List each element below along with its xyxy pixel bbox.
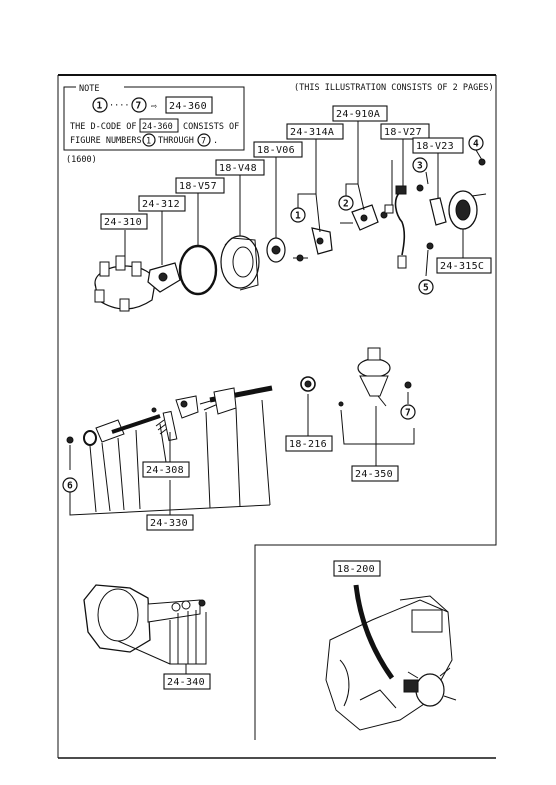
middle-leader-lines	[307, 392, 415, 466]
part-label-24-910A-text: 24-910A	[336, 109, 380, 120]
part-label-18-200[interactable]: 18-200	[333, 560, 381, 577]
part-label-24-350-text: 24-350	[355, 469, 393, 480]
part-label-24-314A-text: 24-314A	[290, 127, 334, 138]
part-label-18-V27-text: 18-V27	[384, 127, 422, 138]
note-arrow-icon: ⇨	[151, 101, 157, 112]
figure-number-3-text: 3	[417, 161, 423, 172]
note-title-gap	[76, 82, 124, 94]
part-label-24-308-text: 24-308	[146, 465, 184, 476]
figure-number-1[interactable]: 1	[290, 207, 306, 223]
engine-location-drawing	[325, 584, 457, 731]
note-line1-a: THE D-CODE OF	[70, 122, 137, 132]
figure-number-6-text: 6	[67, 481, 73, 492]
part-label-18-200-text: 18-200	[337, 564, 375, 575]
part-label-24-312[interactable]: 24-312	[138, 195, 186, 212]
note-range-dots: ·····	[109, 101, 135, 111]
note-line1-b: CONSISTS OF	[183, 122, 239, 132]
note-ref-code-box[interactable]: 24-360	[165, 96, 213, 114]
breaker-plate-drawing	[448, 158, 487, 230]
right-frame	[254, 75, 497, 740]
figure-number-2[interactable]: 2	[338, 195, 354, 211]
note-box: NOTE 1 ····· 7 ⇨ 24-360 THE D-CODE OF 24…	[63, 82, 245, 151]
figure-number-7[interactable]: 7	[400, 404, 416, 420]
lower-leader-lines	[69, 399, 271, 516]
part-label-24-330-text: 24-330	[150, 518, 188, 529]
part-label-18-V48[interactable]: 18-V48	[215, 159, 265, 176]
part-label-18-V23-text: 18-V23	[416, 141, 454, 152]
distributor-housing-drawing	[83, 584, 206, 653]
vacuum-advance-drawing	[300, 347, 412, 407]
shaft-assembly-drawing	[66, 385, 273, 446]
part-label-18-V06-text: 18-V06	[257, 145, 295, 156]
figure-number-2-text: 2	[343, 199, 349, 210]
part-label-18-V57[interactable]: 18-V57	[175, 177, 225, 194]
figure-number-5-text: 5	[423, 283, 429, 294]
part-label-24-340-text: 24-340	[167, 677, 205, 688]
note-line2-num1-circle	[142, 133, 156, 147]
part-label-18-216[interactable]: 18-216	[285, 435, 333, 452]
figure-number-4[interactable]: 4	[468, 135, 484, 151]
distributor-cap-drawing	[94, 255, 156, 312]
note-range-start-circle	[92, 97, 108, 113]
part-label-24-330[interactable]: 24-330	[146, 514, 194, 531]
part-label-24-315C[interactable]: 24-315C	[436, 257, 492, 274]
part-label-24-910A[interactable]: 24-910A	[332, 105, 388, 122]
housing-cover-drawing	[220, 235, 260, 291]
note-line1-code-box	[139, 118, 179, 133]
figure-number-4-text: 4	[473, 139, 479, 150]
part-label-18-V23[interactable]: 18-V23	[412, 137, 464, 154]
note-range-end-circle	[131, 97, 147, 113]
part-label-24-310[interactable]: 24-310	[100, 213, 148, 230]
note-line2-num1: 1	[146, 137, 151, 147]
note-line2-end: .	[213, 136, 218, 146]
figure-number-1-text: 1	[295, 211, 301, 222]
part-label-18-V57-text: 18-V57	[179, 181, 217, 192]
note-line2-num2: 7	[201, 137, 206, 147]
note-line2-a: FIGURE NUMBERS	[70, 136, 142, 146]
figure-number-3[interactable]: 3	[412, 157, 428, 173]
part-label-18-V48-text: 18-V48	[219, 163, 257, 174]
breaker-assembly-drawing	[293, 227, 333, 262]
figure-number-5[interactable]: 5	[418, 279, 434, 295]
bottom-leader-lines	[117, 610, 207, 674]
part-label-18-V27[interactable]: 18-V27	[380, 123, 430, 140]
note-ref-code: 24-360	[169, 101, 207, 112]
o-ring-drawing	[178, 244, 218, 296]
part-label-24-340[interactable]: 24-340	[163, 673, 211, 690]
part-label-24-315C-text: 24-315C	[440, 261, 484, 272]
part-label-18-216-text: 18-216	[289, 439, 327, 450]
top-leader-lines	[124, 118, 483, 277]
part-label-24-308[interactable]: 24-308	[142, 461, 190, 478]
figure-number-7-text: 7	[405, 408, 411, 419]
lead-wire-drawing	[384, 185, 407, 269]
note-range-end: 7	[136, 101, 142, 112]
figure-number-6[interactable]: 6	[62, 477, 78, 493]
variant-label: (1600)	[66, 155, 97, 165]
condenser-drawing	[416, 184, 447, 250]
note-line1-code: 24-360	[142, 122, 173, 132]
contact-set-drawing	[340, 204, 388, 231]
note-line2-b: THROUGH	[158, 136, 194, 146]
part-label-24-310-text: 24-310	[104, 217, 142, 228]
part-label-18-V06[interactable]: 18-V06	[253, 141, 303, 158]
part-label-24-312-text: 24-312	[142, 199, 180, 210]
part-label-24-314A[interactable]: 24-314A	[286, 123, 344, 140]
note-range-start: 1	[97, 101, 103, 112]
part-label-24-350[interactable]: 24-350	[351, 465, 399, 482]
note-title: NOTE	[79, 84, 99, 94]
pages-note: (THIS ILLUSTRATION CONSISTS OF 2 PAGES)	[294, 83, 494, 93]
seal-drawing	[266, 237, 286, 263]
rotor-drawing	[147, 262, 181, 293]
note-line2-num2-circle	[197, 133, 211, 147]
